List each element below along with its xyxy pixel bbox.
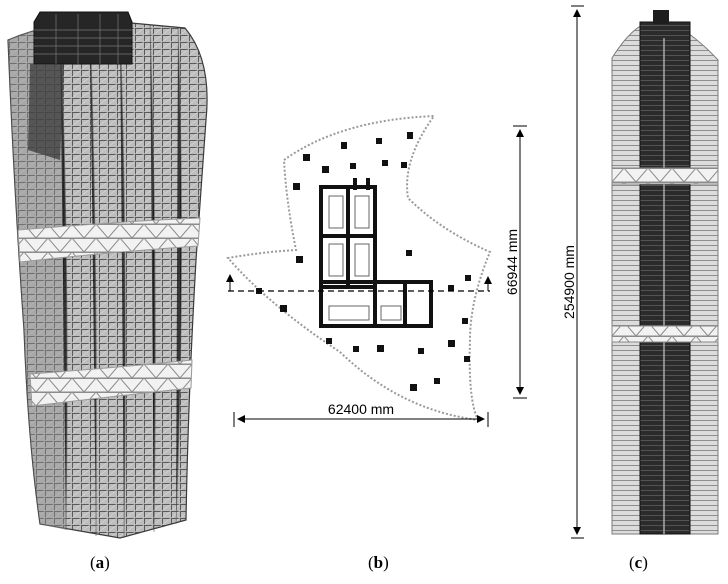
- tower-3d-view: [7, 11, 208, 539]
- floor-plan: 62400 mm 66944 mm: [226, 114, 527, 427]
- panel-label-b: (b): [368, 553, 389, 572]
- plan-depth-dimension: 66944 mm: [504, 229, 520, 295]
- tower-height-dimension: 254900 mm: [561, 245, 577, 319]
- panel-label-a: (a): [90, 553, 110, 572]
- panel-label-c: (c): [629, 553, 648, 572]
- plan-width-dimension: 62400 mm: [328, 401, 394, 417]
- tower-section: 254900 mm: [561, 5, 719, 539]
